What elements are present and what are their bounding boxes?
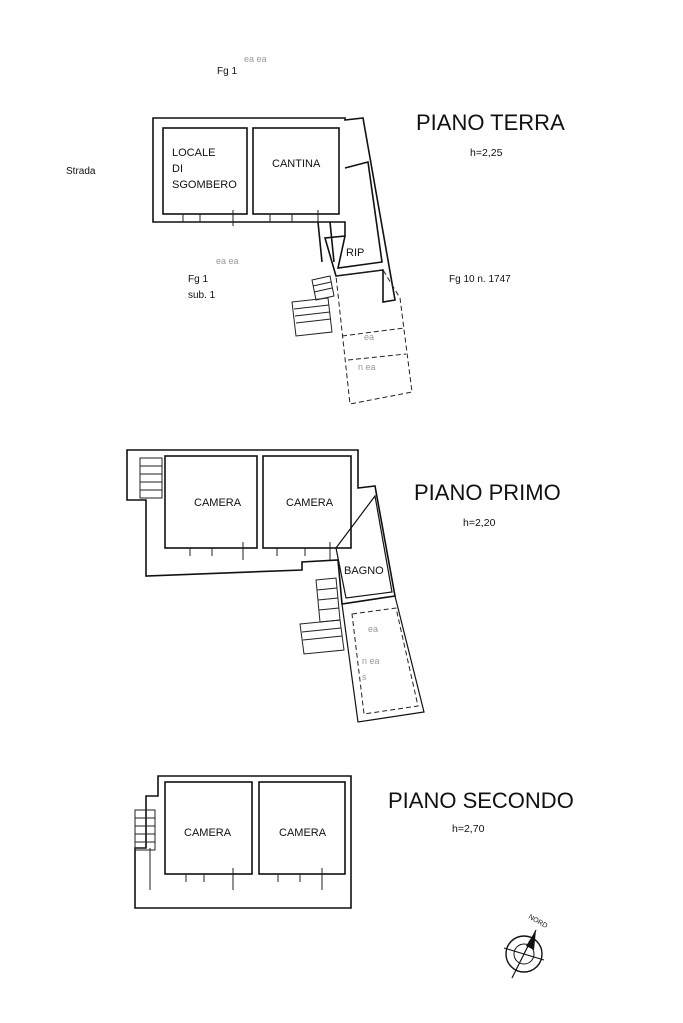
piano-primo-plan: ea n ea s CAMERA CAMERA BAGNO <box>126 449 425 723</box>
redacted-mark: ea ea <box>244 54 267 64</box>
piano-secondo-plan: CAMERA CAMERA <box>134 775 352 909</box>
room-label-camera-4: CAMERA <box>279 827 327 839</box>
room-label-camera-1: CAMERA <box>194 497 242 509</box>
redacted-mark: ea <box>368 624 378 634</box>
room-label-rip: RIP <box>346 247 364 259</box>
floor-title-primo: PIANO PRIMO <box>414 480 561 505</box>
floor-title-secondo: PIANO SECONDO <box>388 788 574 813</box>
north-compass-icon: NORD <box>503 914 548 979</box>
street-label: Strada <box>66 166 96 177</box>
compass-label: NORD <box>527 914 548 930</box>
room-label-cantina: CANTINA <box>272 158 321 170</box>
floor-height-secondo: h=2,70 <box>452 823 485 835</box>
cadastral-label-mid: Fg 1 <box>188 274 208 285</box>
cadastral-sub-label: sub. 1 <box>188 290 216 301</box>
room-label-di: DI <box>172 163 183 175</box>
redacted-mark: n ea <box>362 656 380 666</box>
room-label-camera-2: CAMERA <box>286 497 334 509</box>
floor-title-terra: PIANO TERRA <box>416 110 565 135</box>
room-label-locale: LOCALE <box>172 147 215 159</box>
redacted-mark: s <box>362 672 367 682</box>
redacted-mark: ea <box>364 332 374 342</box>
room-label-bagno: BAGNO <box>344 565 384 577</box>
redacted-mark: ea ea <box>216 256 239 266</box>
redacted-mark: n ea <box>358 362 376 372</box>
piano-terra-plan: ea n ea LOCALE DI SGOMBERO CANTINA RIP <box>152 117 413 405</box>
cadastral-label-right: Fg 10 n. 1747 <box>449 274 511 285</box>
cadastral-label-top: Fg 1 <box>217 66 237 77</box>
floor-height-terra: h=2,25 <box>470 147 503 159</box>
room-label-sgombero: SGOMBERO <box>172 179 237 191</box>
floor-height-primo: h=2,20 <box>463 517 496 529</box>
room-label-camera-3: CAMERA <box>184 827 232 839</box>
